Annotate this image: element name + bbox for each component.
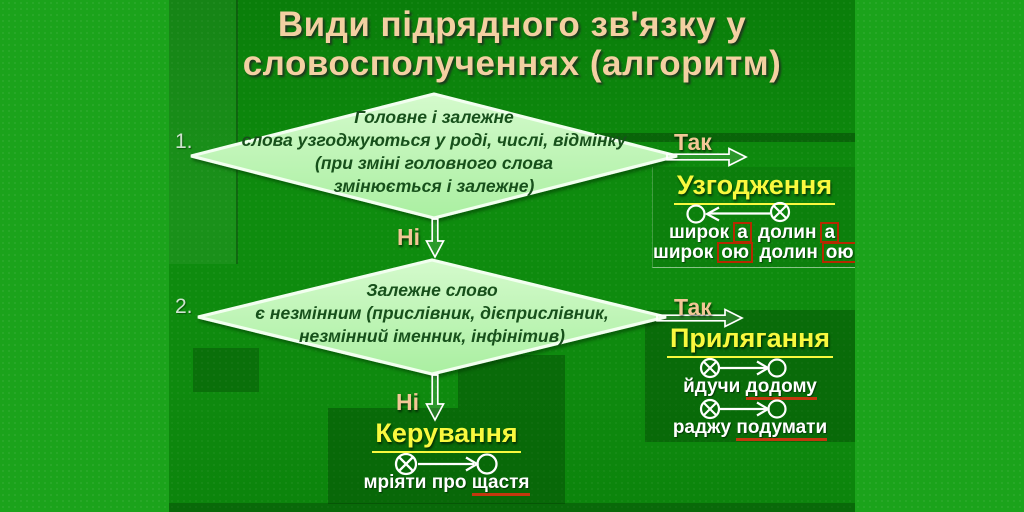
agreement-heading: Узгодження — [653, 170, 855, 205]
agreement-word: широк — [668, 222, 730, 243]
left-letterbox-bar — [0, 0, 169, 512]
government-heading: Керування — [328, 418, 565, 453]
agreement-word: долин — [759, 242, 818, 263]
adjoining-panel: Прилягання йдучи додому раджу подумати — [645, 310, 855, 442]
yes-label-2: Так — [674, 294, 712, 320]
ending-box: ою — [717, 242, 754, 263]
adjoining-heading: Прилягання — [645, 323, 855, 358]
underlined-word: подумати — [736, 417, 828, 441]
page-title: Види підрядного зв'язку у словосполученн… — [169, 5, 855, 83]
underlined-word: щастя — [471, 472, 530, 496]
no-label-1: Ні — [397, 224, 420, 250]
background-block-left — [193, 348, 259, 392]
government-panel: Керування мріяти про щастя — [328, 408, 565, 504]
ending-box: ою — [821, 242, 855, 263]
ending-box: а — [820, 222, 840, 243]
adjoining-example-2: раджу подумати — [645, 417, 855, 441]
government-panel-notch — [458, 355, 565, 408]
decision-1-question: Головне і залежне слова узгоджуються у р… — [241, 107, 627, 196]
decision-2-question: Залежне слово є незмінним (прислівник, д… — [255, 280, 609, 346]
no-arrow-1 — [425, 218, 445, 259]
step-number-1: 1. — [175, 130, 193, 153]
ending-box: а — [733, 222, 752, 243]
adjoining-example-1: йдучи додому — [645, 376, 855, 400]
title-line-1: Види підрядного зв'язку у — [277, 5, 747, 44]
government-example: мріяти про щастя — [328, 472, 565, 496]
step-number-2: 2. — [175, 295, 193, 318]
right-letterbox-bar — [855, 0, 1024, 512]
no-label-2: Ні — [396, 389, 419, 415]
agreement-word: долин — [758, 222, 817, 243]
yes-label-1: Так — [674, 129, 712, 155]
underlined-word: додому — [745, 376, 817, 400]
agreement-word: широк — [653, 242, 714, 263]
title-line-2: словосполученнях (алгоритм) — [242, 44, 782, 83]
background-strip-bottom — [169, 503, 855, 512]
background-strip-right — [599, 133, 855, 142]
